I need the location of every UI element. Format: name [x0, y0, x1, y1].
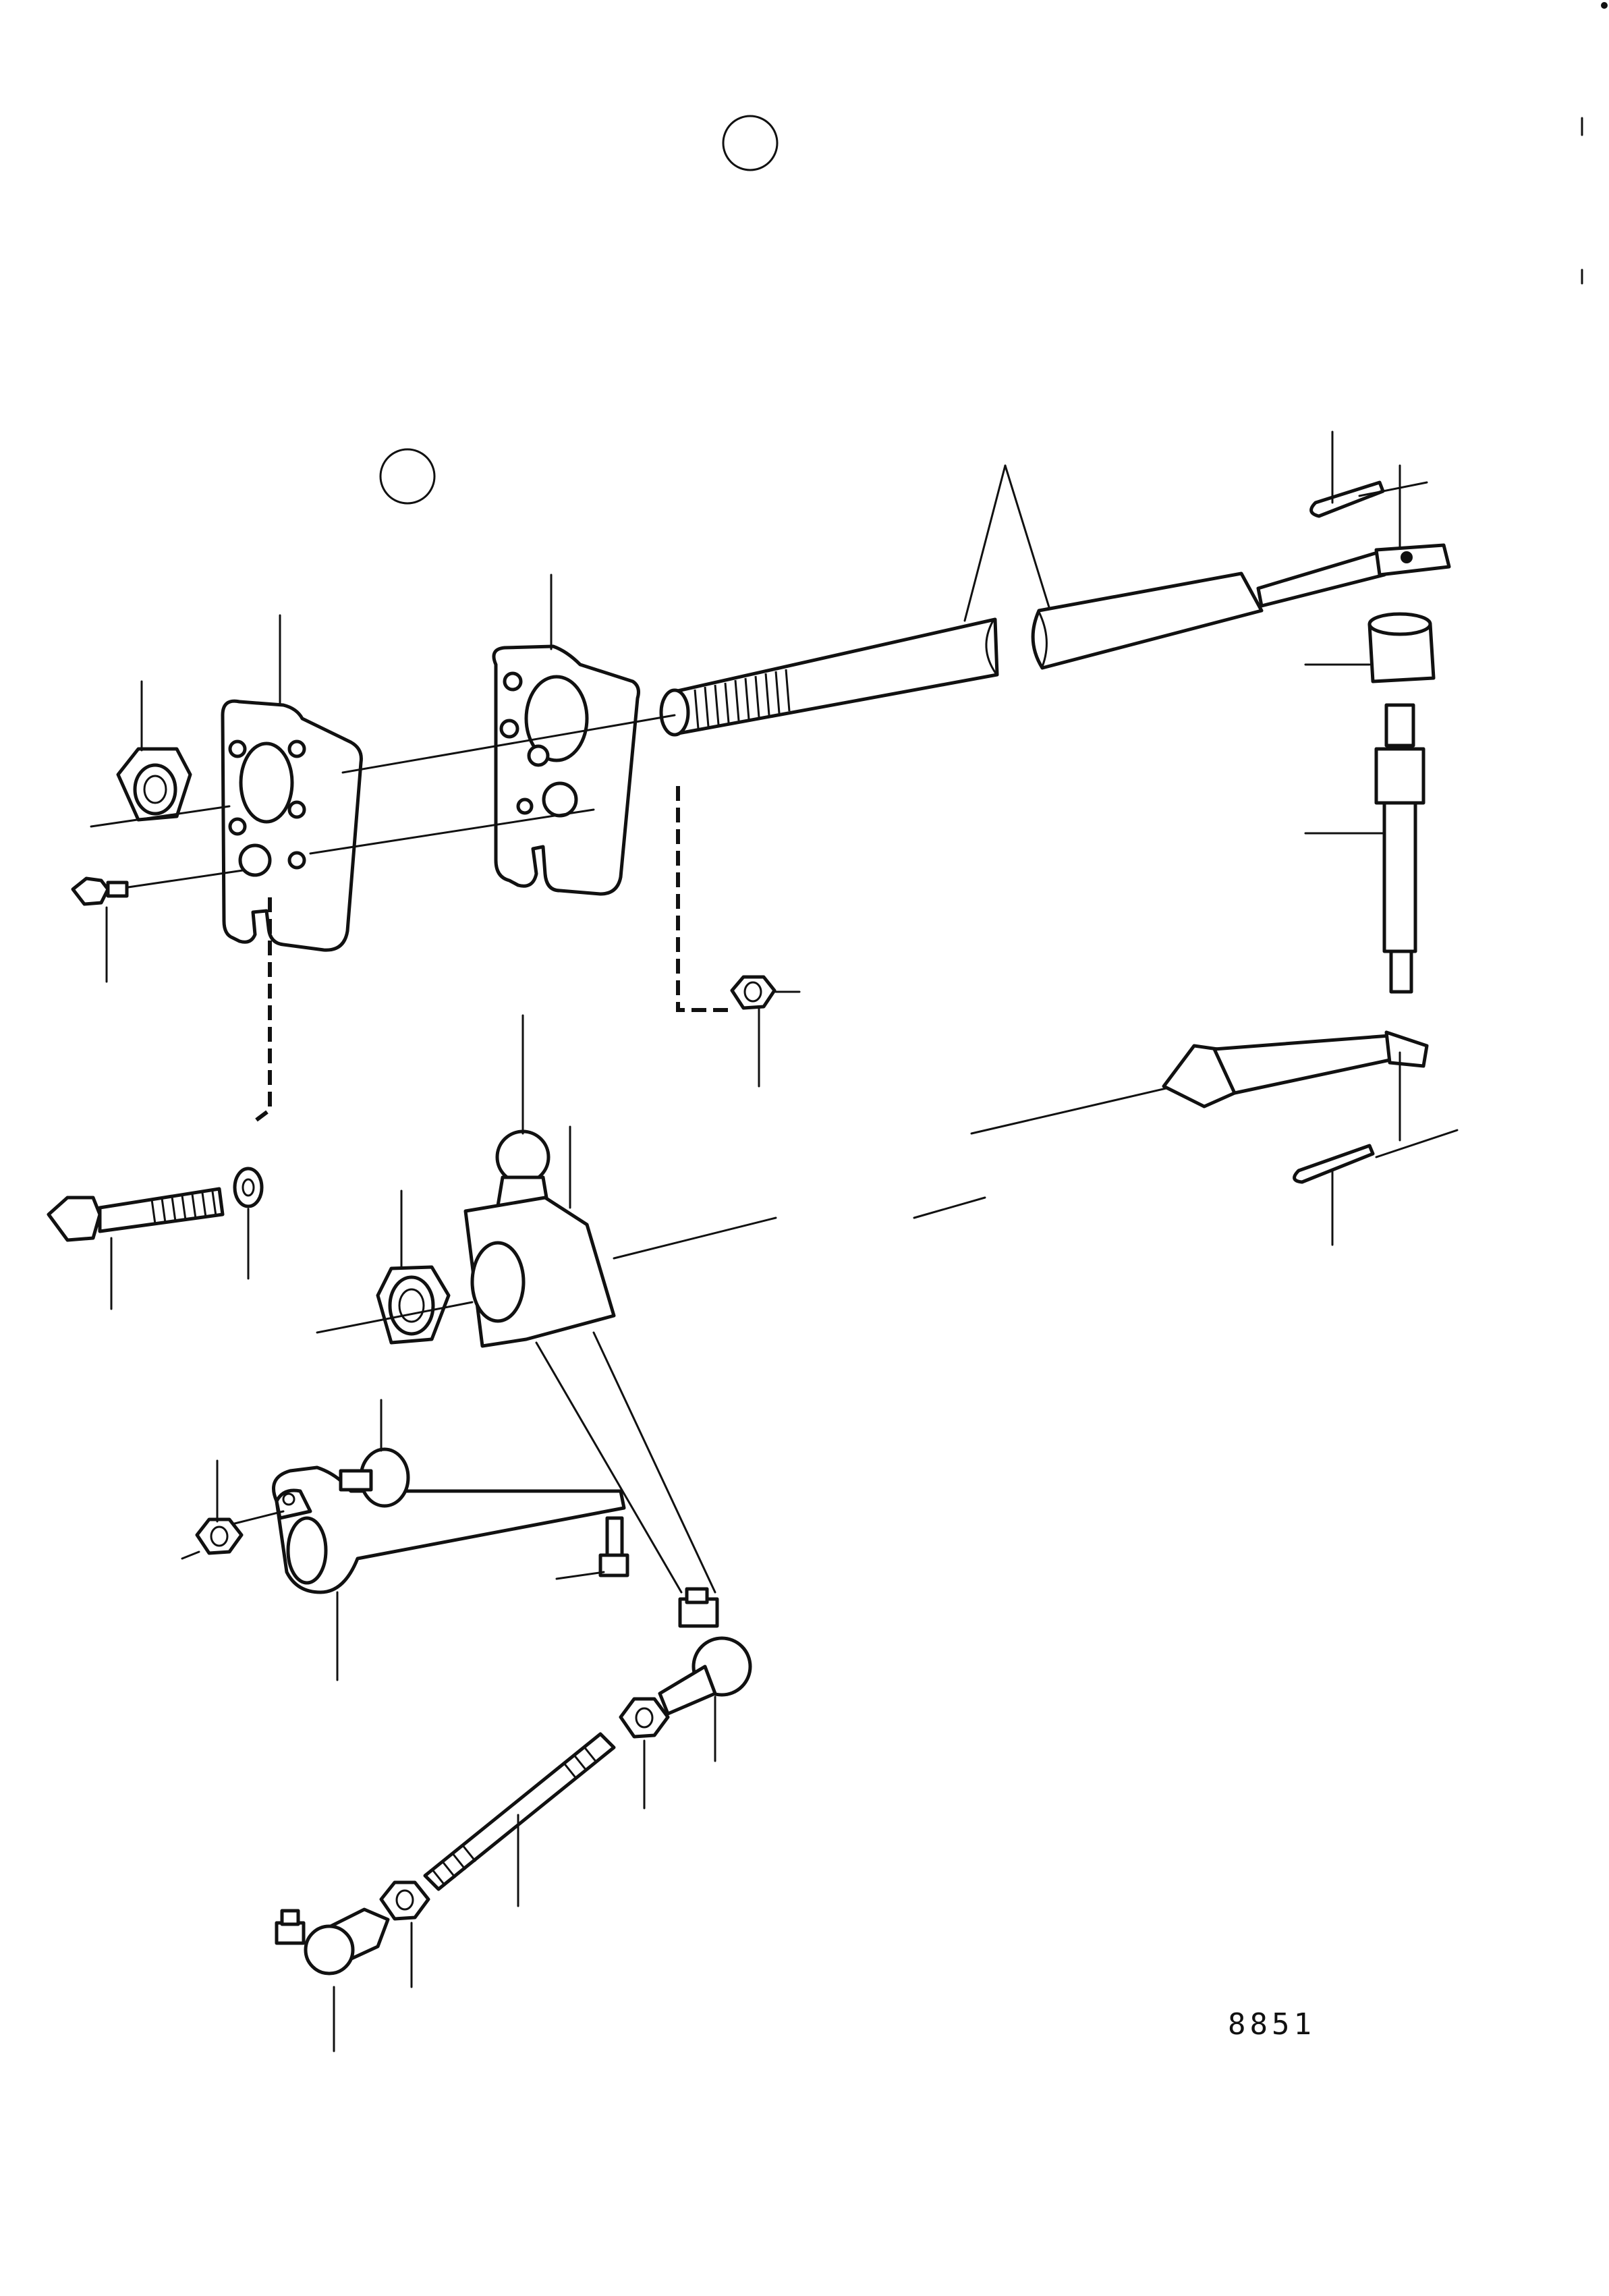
- bolt: [47, 1187, 225, 1310]
- drawing-number: 8851: [1228, 2007, 1316, 2042]
- margin-dot: [1601, 2, 1608, 9]
- cotter-pin-top: [1309, 430, 1428, 548]
- control-cable: [659, 464, 1451, 737]
- ball-joint-block: [463, 1014, 1206, 1348]
- nut: [730, 975, 801, 1088]
- lever: [272, 1465, 626, 1681]
- link-rod: [423, 1732, 616, 1907]
- link-rod-upper: [535, 1331, 716, 1594]
- selection-circle-left: [379, 448, 436, 505]
- locknut-lower: [316, 1189, 474, 1345]
- clevis-sleeve: [1304, 612, 1436, 683]
- cotter-pin-bottom: [1293, 1051, 1459, 1246]
- control-cable-lower: [1162, 1030, 1429, 1109]
- assembly-line-right: [676, 786, 729, 1012]
- cable-clamp: [492, 573, 640, 896]
- washer: [233, 1167, 264, 1280]
- ball-socket-upper: [658, 1587, 752, 1762]
- nut-lever: [181, 1459, 244, 1560]
- mounting-plate: [221, 614, 676, 952]
- clevis-pin: [1304, 703, 1425, 994]
- bolt-small: [228, 1399, 410, 1526]
- selection-circle-top: [722, 115, 779, 171]
- nut-middle: [619, 1697, 670, 1810]
- locknut: [90, 680, 231, 828]
- assembly-line-left: [255, 897, 272, 1122]
- ball-socket-lower: [275, 1907, 390, 2052]
- grease-nipple: [71, 869, 244, 983]
- nut-lower: [379, 1880, 430, 1988]
- set-screw: [555, 1516, 629, 1580]
